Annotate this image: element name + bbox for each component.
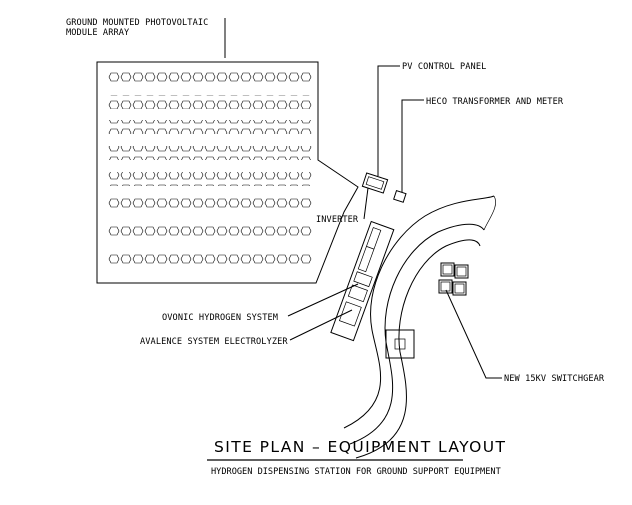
label-heco-transformer: HECO TRANSFORMER AND METER bbox=[426, 97, 564, 107]
label-inverter: INVERTER bbox=[316, 215, 359, 225]
road-curve bbox=[343, 195, 496, 459]
switchgear bbox=[438, 262, 469, 296]
label-switchgear: NEW 15KV SWITCHGEAR bbox=[504, 374, 605, 384]
pv-module-row bbox=[108, 120, 312, 134]
pv-control-panel-inner bbox=[365, 176, 385, 190]
label-ovonic: OVONIC HYDROGEN SYSTEM bbox=[162, 313, 278, 323]
pv-module-row bbox=[108, 146, 312, 160]
pv-module-rows bbox=[108, 70, 312, 264]
heco-transformer bbox=[393, 190, 407, 203]
label-pv-control-panel: PV CONTROL PANEL bbox=[402, 62, 486, 72]
label-pv-array: GROUND MOUNTED PHOTOVOLTAIC bbox=[66, 18, 208, 28]
pv-module-row bbox=[108, 250, 312, 264]
equipment-skid bbox=[330, 220, 395, 342]
label-avalence: AVALENCE SYSTEM ELECTROLYZER bbox=[140, 337, 288, 347]
drawing-subtitle: HYDROGEN DISPENSING STATION FOR GROUND S… bbox=[211, 467, 501, 477]
equipment-pad-inner bbox=[394, 338, 406, 350]
drawing-title: SITE PLAN – EQUIPMENT LAYOUT bbox=[214, 438, 506, 456]
pv-control-panel bbox=[361, 172, 389, 194]
leader-lines bbox=[224, 18, 502, 379]
pv-module-row bbox=[108, 172, 312, 186]
pv-module-row bbox=[108, 198, 312, 212]
equipment-pad bbox=[385, 329, 415, 359]
pv-array-boundary bbox=[96, 61, 359, 284]
pv-module-row bbox=[108, 95, 312, 109]
pv-module-row bbox=[108, 70, 312, 84]
pv-module-row bbox=[108, 224, 312, 238]
label-pv-array-line2: MODULE ARRAY bbox=[66, 28, 130, 38]
